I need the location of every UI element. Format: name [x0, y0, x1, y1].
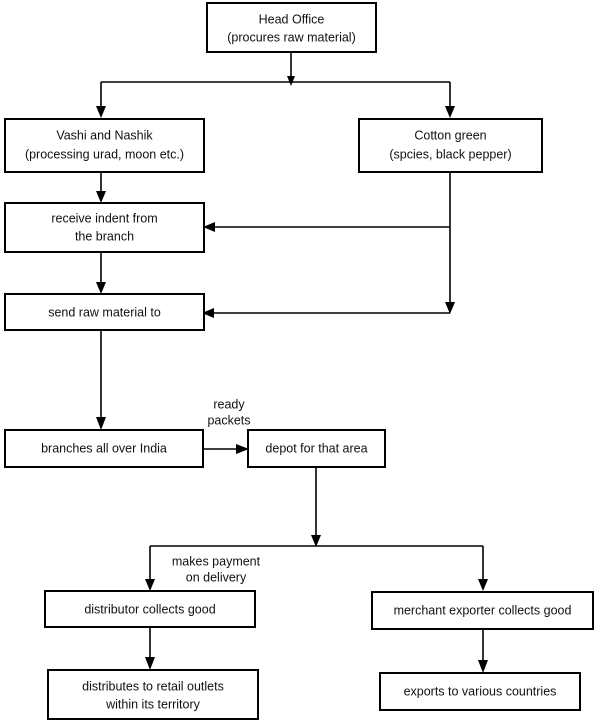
connector-cotton-green-trunk [445, 173, 455, 314]
node-distributor-collects-good[interactable]: distributor collects good [44, 590, 256, 628]
node-exports-to-various-countries[interactable]: exports to various countries [379, 672, 581, 711]
connector-send-raw-to-branches [96, 330, 106, 430]
node-vashi-line1: Vashi and Nashik [56, 128, 153, 142]
node-distributor-line1: distributor collects good [84, 602, 215, 616]
connector-distributor-to-retail [145, 627, 155, 670]
connector-trunk-to-send-raw-material [202, 308, 450, 318]
node-depot-line1: depot for that area [265, 441, 367, 455]
node-head-office-line2: (procures raw material) [227, 30, 356, 44]
node-branches-line1: branches all over India [41, 441, 167, 455]
node-branches-all-over-india[interactable]: branches all over India [4, 429, 204, 468]
connector-head-office-split [96, 52, 455, 118]
edge-label-ready-packets: ready packets [207, 397, 250, 427]
node-cotton-green-line2: (spcies, black pepper) [389, 147, 511, 161]
node-cotton-green[interactable]: Cotton green (spcies, black pepper) [358, 118, 543, 173]
edge-label-makes-payment-line2: on delivery [186, 570, 247, 584]
node-exports-line1: exports to various countries [404, 684, 557, 698]
connector-receive-indent-to-send-raw [96, 252, 106, 294]
node-merchant-exporter-collects-good[interactable]: merchant exporter collects good [371, 591, 594, 630]
connector-branches-to-depot [203, 444, 249, 454]
edge-label-makes-payment-line1: makes payment [172, 554, 261, 568]
node-vashi-line2: (processing urad, moon etc.) [25, 147, 184, 161]
node-cotton-green-line1: Cotton green [414, 128, 486, 142]
node-receive-indent-line1: receive indent from [51, 211, 157, 225]
node-distributes-to-retail-outlets[interactable]: distributes to retail outlets within its… [47, 669, 259, 720]
node-depot-for-that-area[interactable]: depot for that area [247, 429, 386, 468]
node-head-office[interactable]: Head Office (procures raw material) [206, 2, 377, 53]
connector-merchant-to-exports [478, 629, 488, 673]
node-retail-outlets-line2: within its territory [105, 697, 201, 711]
connector-vashi-to-receive-indent [96, 173, 106, 203]
node-receive-indent[interactable]: receive indent from the branch [4, 202, 205, 253]
node-vashi-and-nashik[interactable]: Vashi and Nashik (processing urad, moon … [4, 118, 205, 173]
edge-label-ready-packets-line1: ready [213, 397, 245, 411]
node-merchant-exporter-line1: merchant exporter collects good [394, 603, 572, 617]
edge-label-ready-packets-line2: packets [207, 413, 250, 427]
edge-label-makes-payment: makes payment on delivery [172, 554, 261, 584]
node-send-raw-material[interactable]: send raw material to [4, 293, 205, 331]
node-retail-outlets-line1: distributes to retail outlets [82, 679, 224, 693]
node-head-office-line1: Head Office [259, 12, 325, 26]
connector-depot-split [145, 467, 488, 591]
connector-trunk-to-receive-indent [203, 222, 450, 232]
node-receive-indent-line2: the branch [75, 229, 134, 243]
node-send-raw-material-line1: send raw material to [48, 305, 161, 319]
